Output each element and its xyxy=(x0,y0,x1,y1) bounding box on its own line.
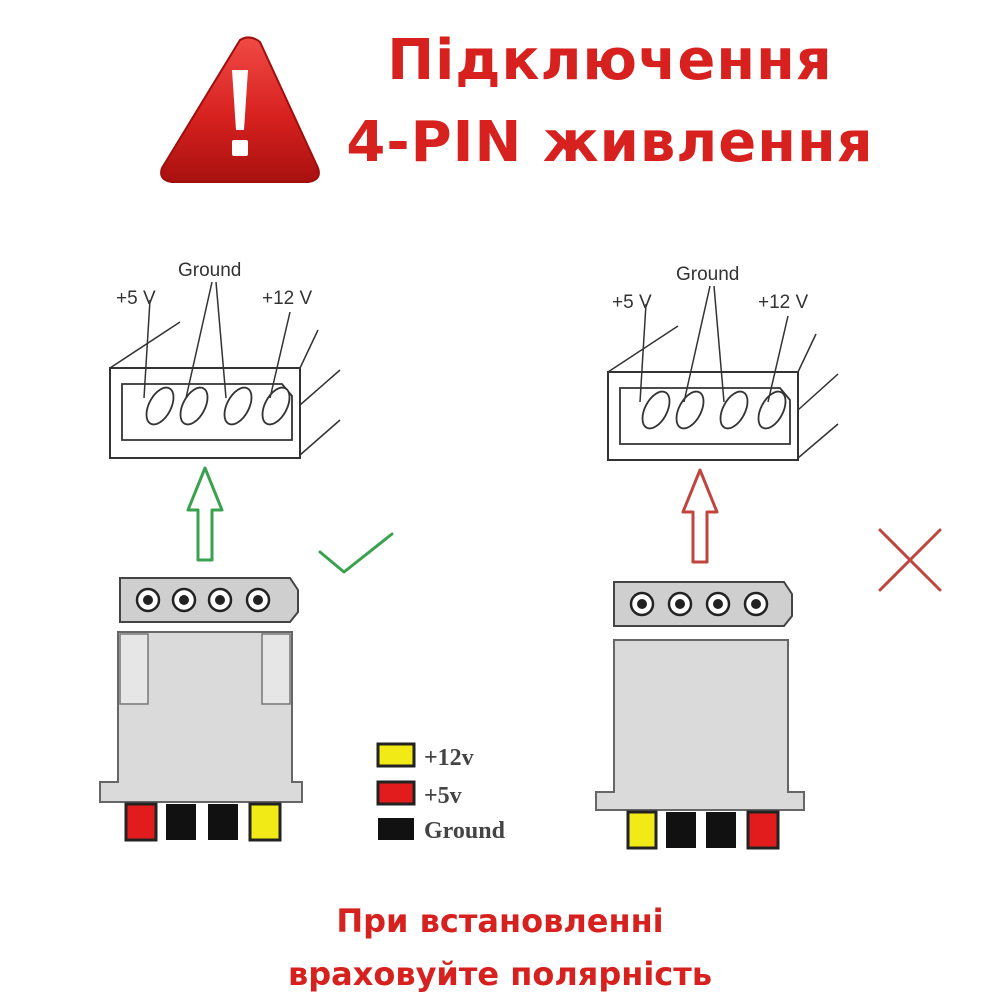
wires-correct xyxy=(124,802,282,842)
female-socket-correct: +5 V Ground +12 V xyxy=(109,260,341,459)
label-5v-incorrect: +5 V xyxy=(612,292,652,313)
arrow-up-correct xyxy=(186,466,224,562)
footer-line-1: При встановленні xyxy=(336,902,664,940)
footer-line-2: враховуйте полярність xyxy=(287,955,713,993)
checkmark-icon xyxy=(318,532,394,574)
arrow-up-incorrect xyxy=(681,468,719,564)
label-5v-correct: +5 V xyxy=(116,288,156,309)
label-12v-correct: +12 V xyxy=(262,288,313,309)
title-line-1: Підключення xyxy=(387,28,833,93)
male-plug-face-incorrect xyxy=(613,581,793,627)
female-socket-incorrect: +5 V Ground +12 V xyxy=(607,264,839,461)
label-ground-correct: Ground xyxy=(178,260,241,281)
label-12v-incorrect: +12 V xyxy=(758,292,809,313)
legend-5v-label: +5v xyxy=(424,783,462,809)
legend-ground-label: Ground xyxy=(424,818,506,844)
male-plug-face-correct xyxy=(119,577,299,623)
title-line-2: 4-PIN живлення xyxy=(346,110,874,175)
wire-legend: +12v +5v Ground xyxy=(376,742,506,844)
legend-12v-label: +12v xyxy=(424,745,474,771)
male-plug-body-correct xyxy=(99,631,303,803)
label-ground-incorrect: Ground xyxy=(676,264,739,285)
male-plug-body-incorrect xyxy=(595,639,805,811)
wires-incorrect xyxy=(626,810,780,850)
cross-icon xyxy=(878,528,942,592)
warning-icon xyxy=(160,36,320,183)
